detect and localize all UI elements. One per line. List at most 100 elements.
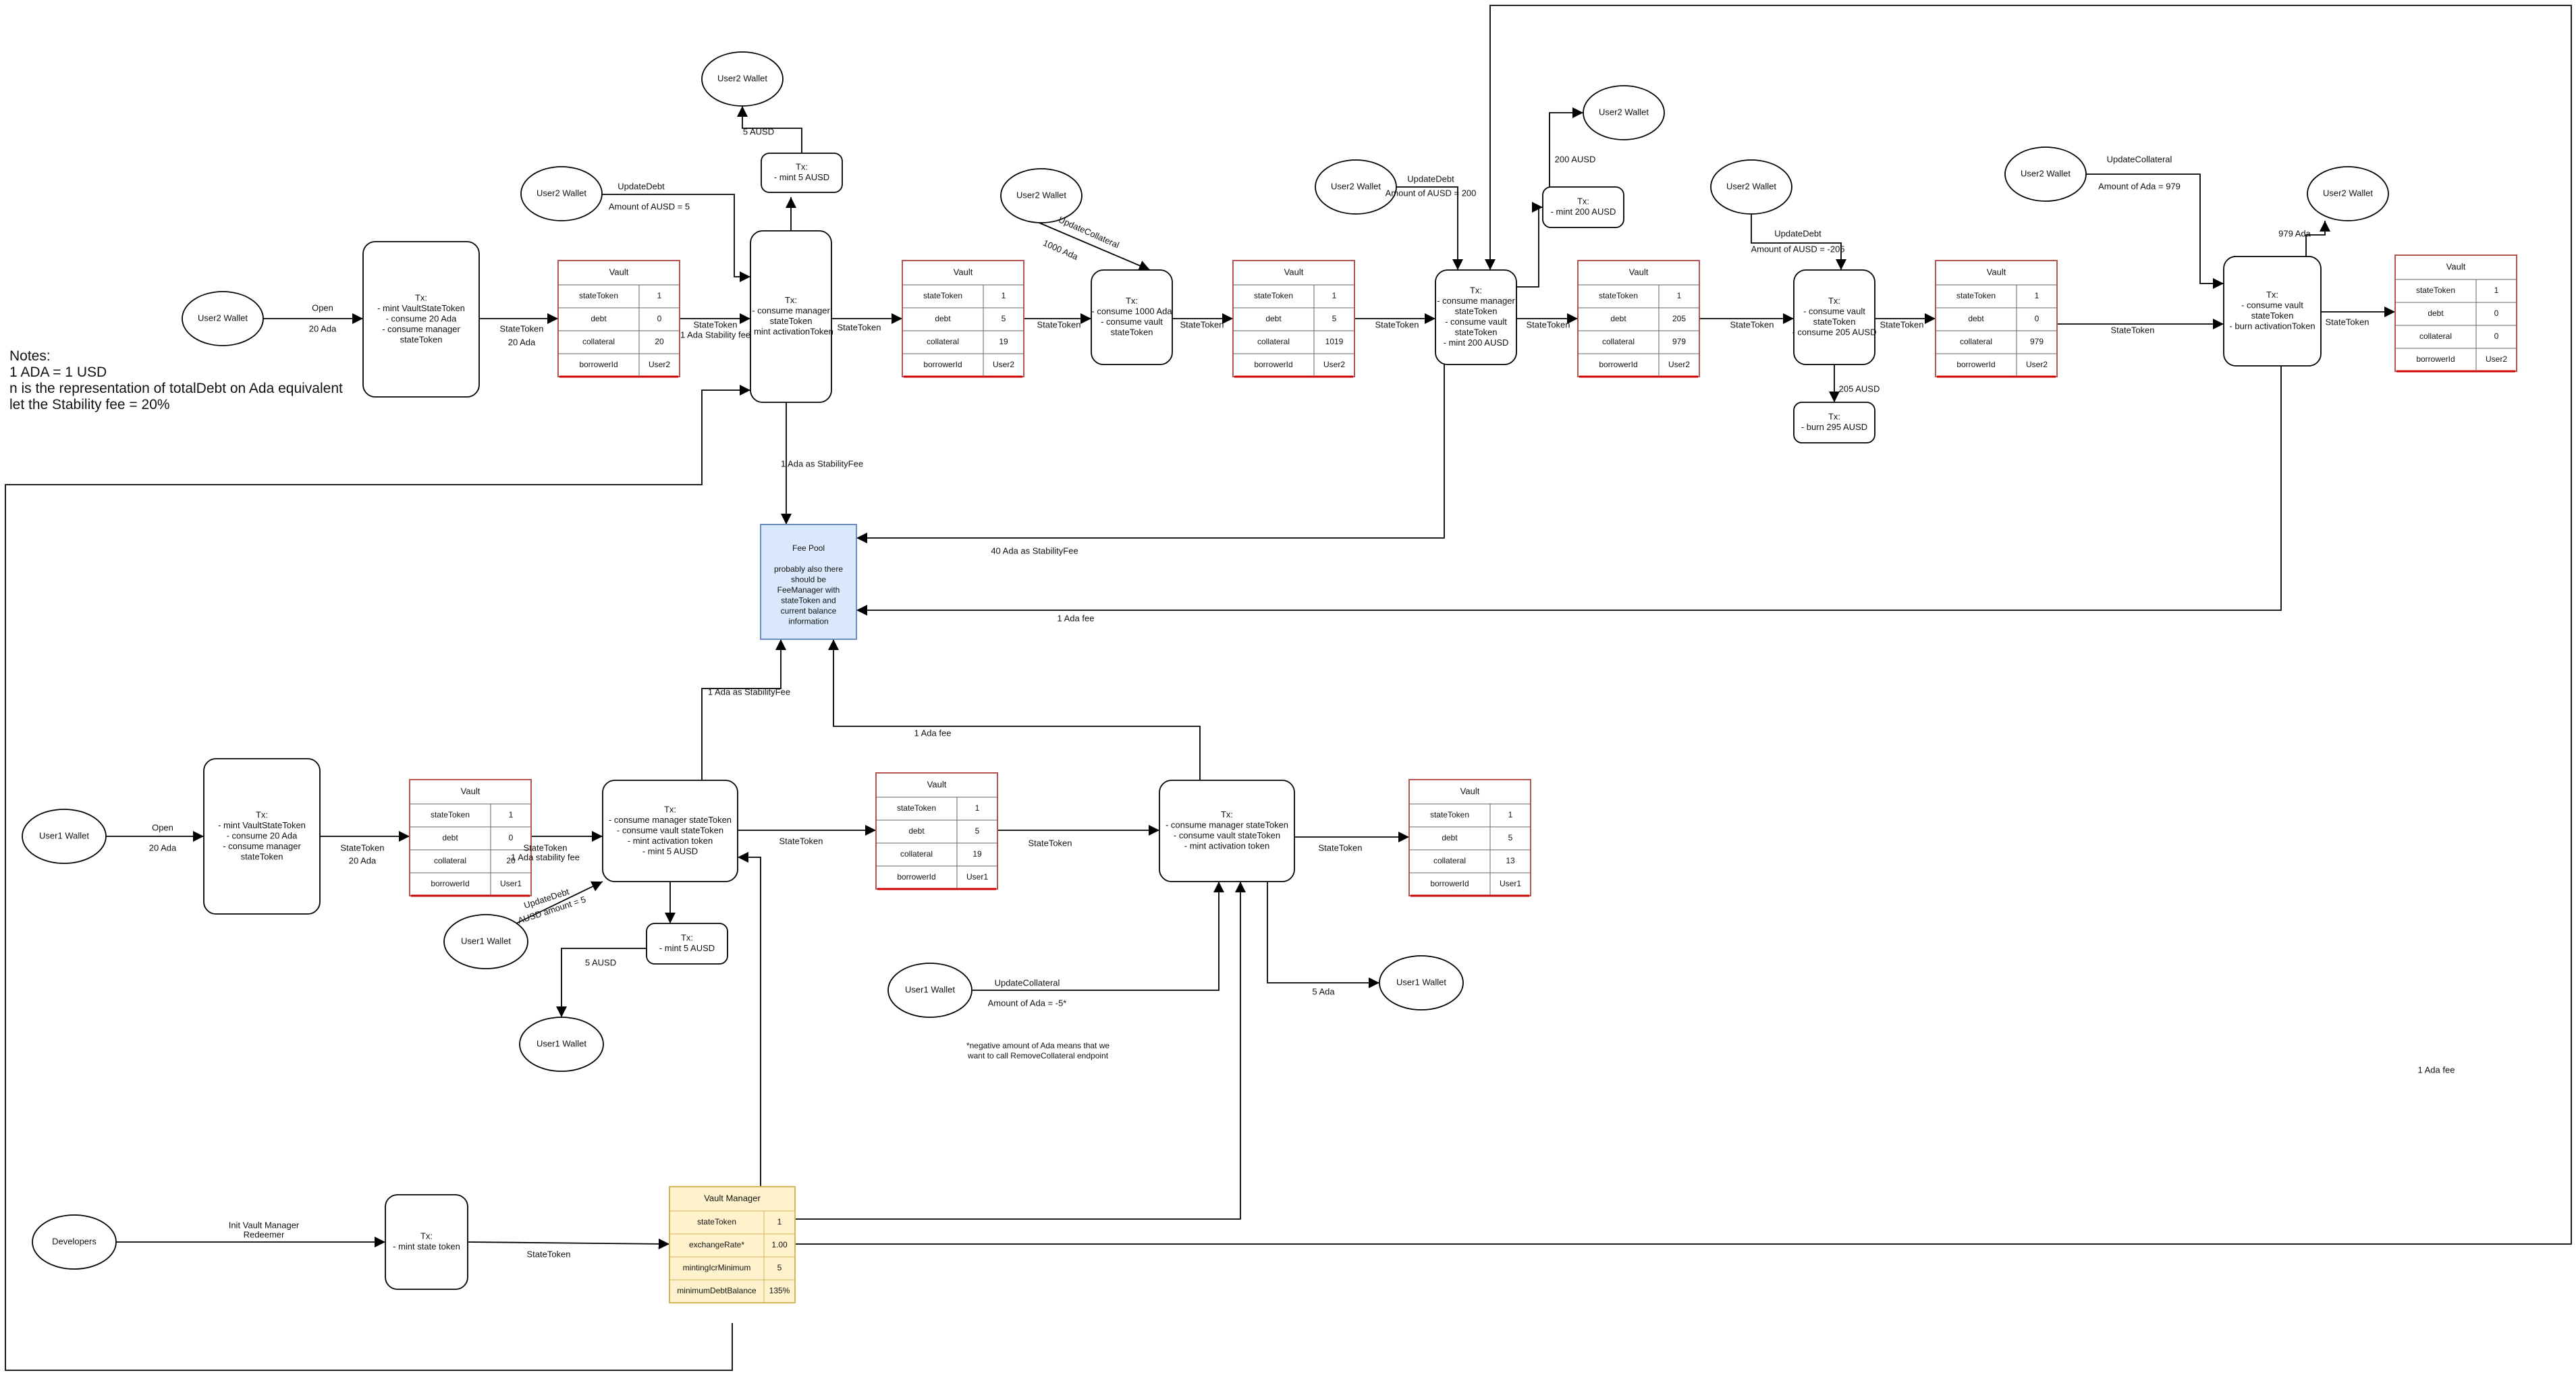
- tx-mint-5-ausd-top[interactable]: Tx:- mint 5 AUSD: [761, 153, 843, 193]
- tx-update-debt-user1-line: - mint 5 AUSD: [642, 846, 698, 856]
- label-statetoken-mgr-bot: StateToken: [779, 836, 823, 846]
- tx-update-debt-user1[interactable]: Tx:- consume manager stateToken- consume…: [602, 780, 738, 882]
- label-open-top: Open: [312, 302, 333, 313]
- vault-user2-after-collateral-key: collateral: [1257, 337, 1290, 346]
- tx-open-user2-box: [362, 241, 480, 398]
- tx-update-debt-205-box: [1793, 269, 1875, 365]
- vault-manager-border: [669, 1186, 796, 1303]
- user1-wallet-5ausd-shape: [519, 1017, 604, 1072]
- tx-update-collateral-user2-line: - consume 1000 Ada: [1091, 306, 1172, 317]
- user2-wallet-debt200-shape: [1315, 159, 1397, 215]
- tx-update-collateral-user2[interactable]: Tx:- consume 1000 Ada- consume vaultstat…: [1091, 269, 1173, 365]
- vault-user1-after-debt-title: Vault: [927, 779, 947, 789]
- developers[interactable]: Developers: [32, 1214, 117, 1270]
- tx-open-user1-box: [203, 758, 321, 915]
- label-negative-note-1: *negative amount of Ada means that we: [966, 1041, 1109, 1050]
- user2-wallet-debt205[interactable]: User2 Wallet: [1710, 159, 1792, 215]
- vault-user2-after-debt-key: collateral: [927, 337, 959, 346]
- vault-user2-opened-border: [557, 260, 680, 377]
- label-statetoken-v8: StateToken: [1028, 838, 1072, 848]
- user2-wallet-collateral[interactable]: User2 Wallet: [1000, 168, 1083, 223]
- label-1-ada-stability-fee: 1 Ada as StabilityFee: [781, 458, 863, 468]
- vault-user2-closed-border: [2394, 254, 2517, 372]
- label-update-debt-top: UpdateDebt: [618, 181, 665, 191]
- tx-update-collateral-user1-line: - consume manager stateToken: [1166, 820, 1288, 830]
- label-statetoken-open-bottom: StateToken: [340, 842, 384, 853]
- vault-user1-opened-title: Vault: [461, 786, 481, 796]
- user1-wallet-open[interactable]: User1 Wallet: [22, 809, 107, 864]
- user2-wallet-collateral979[interactable]: User2 Wallet: [2004, 146, 2087, 202]
- edge-update-debt-user1: [516, 881, 603, 924]
- label-ada-979: Amount of Ada = 979: [2098, 181, 2181, 191]
- edge-update-collateral-979: [2086, 173, 2224, 290]
- tx-mint-5-ausd-bottom[interactable]: Tx:- mint 5 AUSD: [646, 923, 728, 965]
- tx-burn-295-ausd-line: Tx:: [1828, 412, 1840, 422]
- vault-manager-key: exchangeRate*: [689, 1240, 744, 1249]
- fee-pool-line: Fee Pool: [792, 543, 825, 553]
- tx-open-user1-line: - mint VaultStateToken: [218, 820, 306, 830]
- user2-wallet-debt200[interactable]: User2 Wallet: [1315, 159, 1397, 215]
- vault-user2-after-debt-key: stateToken: [923, 291, 962, 300]
- tx-update-collateral-user2-box: [1091, 269, 1173, 365]
- user2-wallet-open[interactable]: User2 Wallet: [182, 291, 264, 346]
- label-979-ada: 979 Ada: [2278, 228, 2311, 238]
- user1-wallet-5ausd[interactable]: User1 Wallet: [519, 1017, 604, 1072]
- tx-update-debt-user2-line: - consume manager: [752, 306, 830, 316]
- edge-update-debt-200: [1396, 186, 1464, 270]
- tx-open-user1[interactable]: Tx:- mint VaultStateToken- consume 20 Ad…: [203, 758, 321, 915]
- label-40-ada-stability-fee: 40 Ada as StabilityFee: [991, 545, 1078, 556]
- tx-mint-200-ausd[interactable]: Tx:- mint 200 AUSD: [1542, 186, 1624, 228]
- user2-wallet-debt[interactable]: User2 Wallet: [520, 166, 603, 221]
- user2-wallet-979ada[interactable]: User2 Wallet: [2307, 166, 2389, 221]
- user1-wallet-collateral[interactable]: User1 Wallet: [887, 963, 972, 1018]
- tx-init-vault-manager[interactable]: Tx:- mint state token: [385, 1194, 468, 1290]
- tx-open-user2-line: - mint VaultStateToken: [377, 303, 465, 313]
- vault-user2-after-collateral-key: borrowerId: [1254, 360, 1292, 369]
- edge-mint200-to-wallet: [1549, 107, 1583, 187]
- tx-update-collateral-user1[interactable]: Tx:- consume manager stateToken- consume…: [1159, 780, 1295, 882]
- tx-mint-5-ausd-top-line: Tx:: [796, 162, 808, 172]
- edge-update-debt-205: [1751, 214, 1847, 270]
- tx-open-user2-line: stateToken: [400, 334, 443, 344]
- tx-mint-200-ausd-box: [1542, 186, 1624, 228]
- vault-manager-title: Vault Manager: [704, 1193, 761, 1203]
- user2-wallet-200ausd[interactable]: User2 Wallet: [1583, 85, 1665, 140]
- label-negative-note-2: want to call RemoveCollateral endpoint: [967, 1051, 1109, 1060]
- edge-mgr200-to-mint200: [1516, 201, 1543, 288]
- tx-update-debt-user2-line: Tx:: [785, 295, 797, 305]
- vault-user2-after-debt-key: debt: [935, 314, 951, 323]
- vault-user1-after-collateral-value: User1: [1500, 879, 1521, 888]
- fee-pool-line: should be: [791, 575, 826, 585]
- vault-user1-after-collateral-key: stateToken: [1430, 810, 1469, 819]
- tx-open-user2[interactable]: Tx:- mint VaultStateToken- consume 20 Ad…: [362, 241, 480, 398]
- user2-wallet-debt200-label: User2 Wallet: [1331, 181, 1381, 191]
- tx-burn-295-ausd[interactable]: Tx:- burn 295 AUSD: [1793, 402, 1875, 443]
- vault-user2-after-collateral-key: debt: [1265, 314, 1282, 323]
- tx-update-debt-205-line: Tx:: [1828, 296, 1840, 306]
- user1-wallet-debt[interactable]: User1 Wallet: [443, 914, 528, 969]
- edge-1-ada-fee-top: [856, 366, 2282, 616]
- vault-user2-after-debt-value: 1: [1002, 291, 1006, 300]
- tx-mint-5-ausd-bottom-line: - mint 5 AUSD: [659, 943, 715, 953]
- tx-mint-5-ausd-bottom-line: Tx:: [681, 933, 693, 943]
- user2-wallet-200ausd-label: User2 Wallet: [1599, 107, 1649, 117]
- user1-wallet-open-shape: [22, 809, 107, 864]
- user2-wallet-top[interactable]: User2 Wallet: [701, 51, 784, 107]
- tx-update-debt-user1-line: - consume manager stateToken: [609, 815, 732, 825]
- user2-wallet-collateral-label: User2 Wallet: [1016, 190, 1066, 200]
- vault-user2-debt-0-key: collateral: [1960, 337, 1992, 346]
- user1-wallet-5ada[interactable]: User1 Wallet: [1379, 955, 1464, 1010]
- vault-user2-opened-key: stateToken: [579, 291, 618, 300]
- label-update-collateral-1000: UpdateCollateral: [1057, 214, 1121, 250]
- tx-update-collateral-user1-line: - mint activation token: [1184, 841, 1269, 851]
- user1-wallet-5ausd-label: User1 Wallet: [537, 1038, 586, 1048]
- label-205-ausd: 205 AUSD: [1839, 383, 1880, 394]
- vault-user2-after-collateral-value: 1: [1332, 291, 1337, 300]
- notes: Notes: 1 ADA = 1 USD n is the representa…: [9, 348, 343, 413]
